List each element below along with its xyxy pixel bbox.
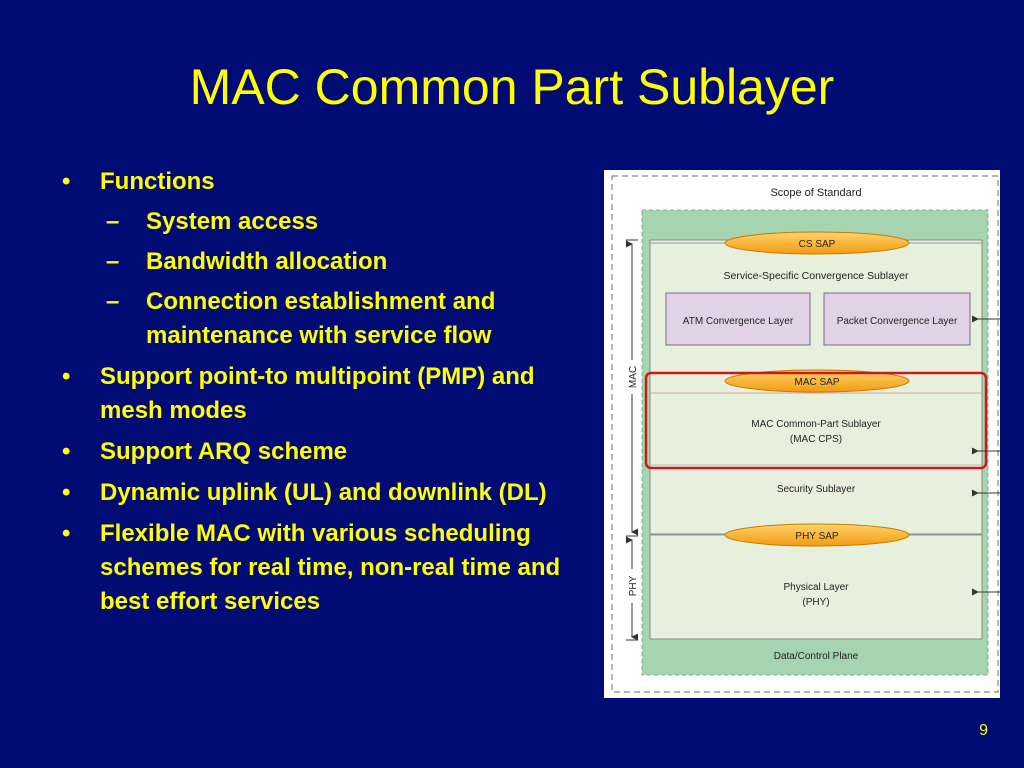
phy-side-label: PHY	[628, 575, 639, 596]
slide-title: MAC Common Part Sublayer	[189, 59, 835, 115]
phy-block	[649, 533, 983, 640]
bullet-marker: •	[62, 520, 71, 547]
mac-cps-highlight	[644, 371, 988, 470]
data-control-plane-label: Data/Control Plane	[774, 651, 859, 662]
bullet-marker: •	[62, 479, 71, 506]
bullet-item: • Dynamic uplink (UL) and downlink (DL)	[56, 476, 601, 510]
packet-convergence-box	[823, 292, 971, 346]
sub-bullet-marker: –	[106, 288, 120, 315]
security-sublayer-label: Security Sublayer	[777, 484, 856, 495]
bullet-marker: •	[62, 363, 71, 390]
physical-layer-label: Physical Layer	[783, 582, 849, 593]
bullet-list: • Functions – System access – Bandwidth …	[56, 165, 601, 626]
mac-cps-label: MAC Common-Part Sublayer	[751, 419, 881, 430]
bullet-text: Functions	[100, 168, 215, 195]
phy-sap-oval	[724, 523, 910, 547]
bullet-text: Support point-to multipoint (PMP) and me…	[100, 363, 535, 424]
bullet-text: Dynamic uplink (UL) and downlink (DL)	[100, 479, 547, 506]
mac-side-label-bg	[624, 360, 640, 394]
packet-convergence-label: Packet Convergence Layer	[837, 316, 958, 327]
sub-bullet-text: System access	[146, 208, 319, 235]
physical-layer-abbrev: (PHY)	[802, 597, 829, 608]
protocol-stack-svg: Scope of Standard CS SAP Service-Specifi…	[611, 175, 1000, 693]
sscs-label: Service-Specific Convergence Sublayer	[723, 270, 909, 282]
mac-side-label: MAC	[628, 366, 639, 388]
mac-sap-label: MAC SAP	[794, 377, 839, 388]
sub-bullet-item: – System access	[100, 205, 601, 239]
bullet-item: • Functions – System access – Bandwidth …	[56, 165, 601, 353]
sub-bullet-text: Bandwidth allocation	[146, 248, 388, 275]
sub-bullet-marker: –	[106, 248, 120, 275]
sub-bullet-list: – System access – Bandwidth allocation –…	[100, 205, 601, 353]
sub-bullet-item: – Bandwidth allocation	[100, 245, 601, 279]
cs-sap-label: CS SAP	[799, 239, 836, 250]
phy-side-label-bg	[624, 569, 640, 603]
atm-convergence-label: ATM Convergence Layer	[683, 316, 794, 327]
cs-sap-oval	[724, 231, 910, 255]
sub-bullet-text: Connection establishment and maintenance…	[146, 288, 496, 349]
bullet-marker: •	[62, 438, 71, 465]
phy-sap-label: PHY SAP	[795, 531, 838, 542]
protocol-stack-diagram: Scope of Standard CS SAP Service-Specifi…	[604, 170, 1000, 698]
page-number: 9	[979, 722, 988, 739]
bullet-item: • Support point-to multipoint (PMP) and …	[56, 360, 601, 428]
bullet-marker: •	[62, 168, 71, 195]
mac-sap-oval	[724, 369, 910, 393]
scope-label: Scope of Standard	[770, 187, 861, 199]
bullet-item: • Support ARQ scheme	[56, 435, 601, 469]
bullet-text: Support ARQ scheme	[100, 438, 348, 465]
atm-convergence-box	[665, 292, 811, 346]
bullet-item: • Flexible MAC with various scheduling s…	[56, 517, 601, 619]
sub-bullet-item: – Connection establishment and maintenan…	[100, 285, 601, 353]
bullet-text: Flexible MAC with various scheduling sch…	[100, 520, 561, 615]
mac-cps-abbrev: (MAC CPS)	[790, 434, 842, 445]
sub-bullet-marker: –	[106, 208, 120, 235]
